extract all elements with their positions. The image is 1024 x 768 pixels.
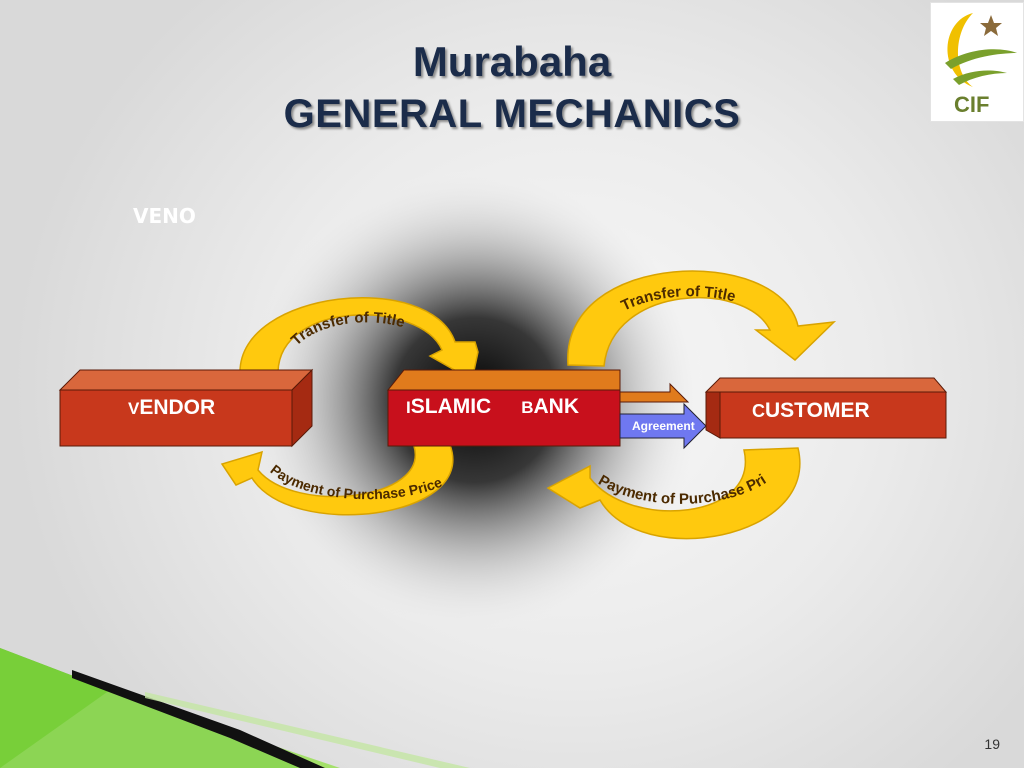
customer-label: CUSTOMER bbox=[752, 399, 870, 422]
vendor-label: VENDOR bbox=[128, 396, 215, 419]
agreement-arrow bbox=[619, 382, 707, 450]
bank-box bbox=[386, 369, 621, 447]
light-green-stripe bbox=[145, 692, 470, 768]
slide-title: Murabaha bbox=[412, 38, 612, 85]
star-icon bbox=[980, 15, 1002, 36]
arrow-bank-to-vendor-bottom bbox=[220, 444, 454, 516]
customer-box bbox=[704, 377, 948, 439]
swoosh-icon-2 bbox=[953, 70, 1007, 85]
stray-text: VENO bbox=[133, 204, 196, 228]
arrow-bank-to-customer-top bbox=[567, 270, 837, 367]
cif-logo bbox=[930, 2, 1024, 122]
agreement-label: Agreement bbox=[632, 419, 695, 433]
slide-subtitle: GENERAL MECHANICS bbox=[283, 92, 741, 136]
logo-text: CIF bbox=[954, 92, 990, 117]
vendor-box bbox=[58, 368, 314, 448]
black-corner-stripe bbox=[72, 670, 325, 768]
swoosh-icon bbox=[945, 49, 1017, 69]
crescent-icon bbox=[947, 13, 973, 87]
arrow-customer-to-bank-bottom bbox=[546, 447, 801, 540]
arrow-vendor-to-bank-top bbox=[239, 296, 479, 382]
page-number: 19 bbox=[984, 736, 1000, 752]
